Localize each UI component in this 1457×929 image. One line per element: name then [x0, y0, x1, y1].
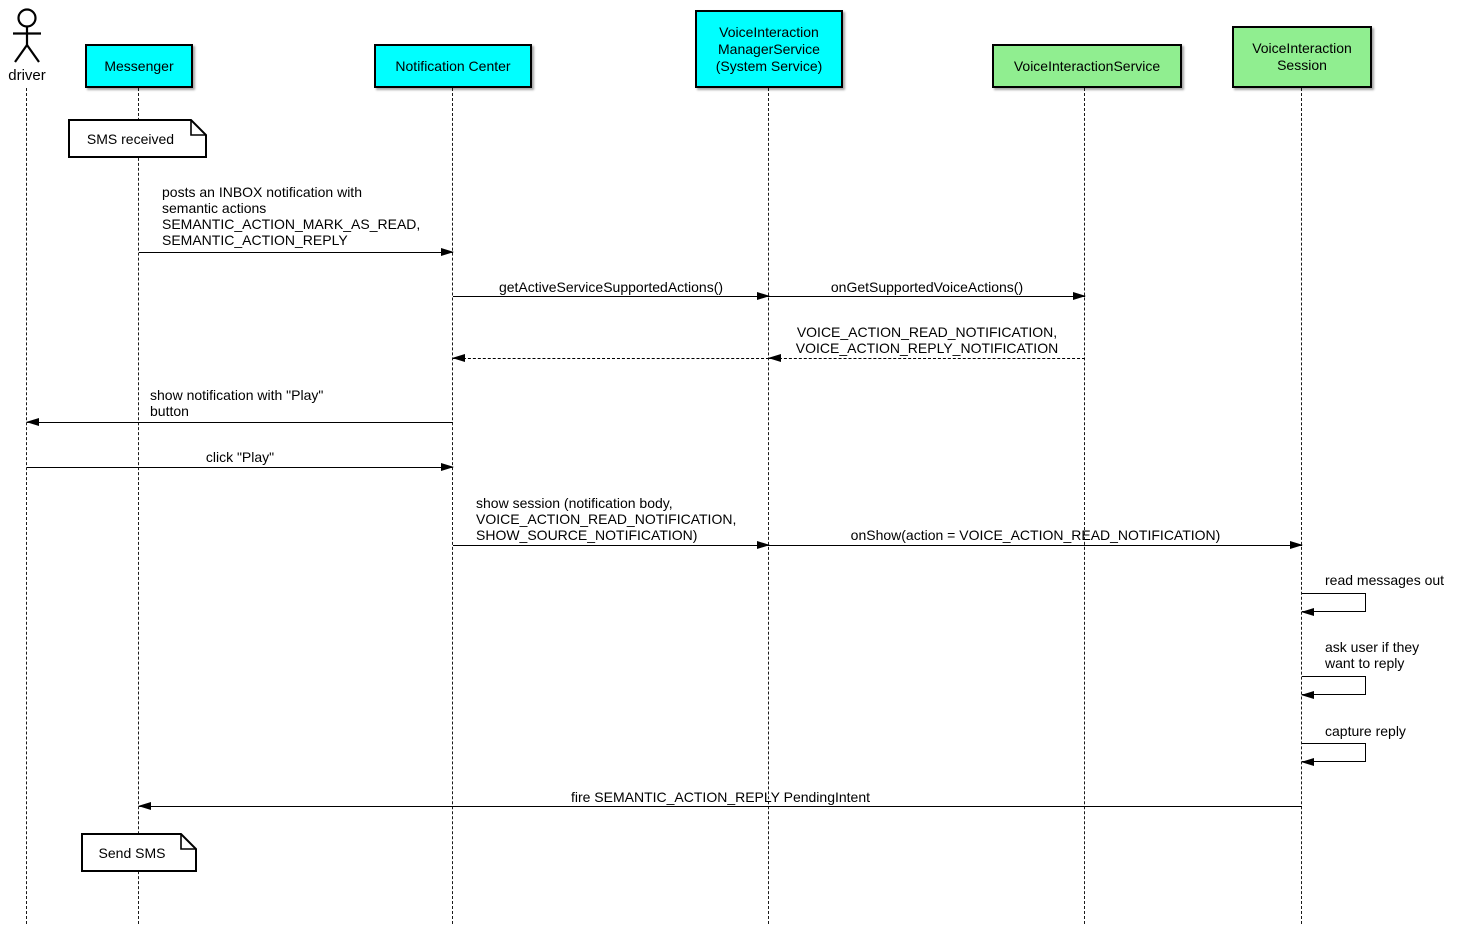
actor-driver-icon	[13, 8, 41, 63]
actor-driver-label: driver	[8, 67, 46, 84]
lifeline-voice-interaction-manager-service	[768, 88, 769, 924]
message-label-click-play: click "Play"	[205, 449, 275, 465]
lifeline-driver	[26, 88, 27, 924]
lifeline-notification-center	[452, 88, 453, 924]
note-send-sms: Send SMS	[81, 833, 197, 872]
participant-voice-interaction-session: VoiceInteraction Session	[1232, 26, 1372, 88]
participant-notification-center: Notification Center	[374, 44, 532, 88]
arrowhead-icon	[452, 353, 465, 362]
message-self-arrow-read-messages-out	[1301, 593, 1366, 617]
arrowhead-icon	[138, 801, 151, 810]
lifeline-voice-interaction-service	[1084, 88, 1085, 924]
message-arrow-click-play	[27, 462, 454, 471]
message-arrow-voice-actions-return	[768, 353, 1085, 362]
message-label-on-show: onShow(action = VOICE_ACTION_READ_NOTIFI…	[850, 527, 1221, 543]
message-label-show-session: show session (notification body, VOICE_A…	[476, 495, 737, 543]
arrowhead-icon	[441, 247, 454, 256]
note-send-sms-text: Send SMS	[98, 844, 166, 861]
arrowhead-icon	[1301, 691, 1314, 700]
message-label-ask-user-reply: ask user if they want to reply	[1325, 639, 1420, 671]
arrowhead-icon	[1301, 758, 1314, 767]
message-label-posts-inbox-notification: posts an INBOX notification with semanti…	[162, 184, 421, 248]
message-arrow-return-to-notification-center	[452, 353, 769, 362]
message-label-show-notification-play: show notification with "Play" button	[150, 387, 324, 419]
message-arrow-posts-inbox-notification	[139, 247, 454, 256]
message-arrow-show-session	[453, 540, 770, 549]
message-self-arrow-ask-user-reply	[1301, 676, 1366, 700]
arrowhead-icon	[1290, 540, 1303, 549]
message-label-read-messages-out: read messages out	[1325, 572, 1445, 588]
message-self-arrow-capture-reply	[1301, 743, 1366, 767]
participant-voice-interaction-service: VoiceInteractionService	[992, 44, 1182, 88]
note-sms-received-text: SMS received	[86, 130, 175, 147]
message-label-fire-semantic-action-reply: fire SEMANTIC_ACTION_REPLY PendingIntent	[570, 789, 871, 805]
message-label-capture-reply: capture reply	[1325, 723, 1406, 739]
note-sms-received: SMS received	[68, 119, 207, 158]
message-label-get-active-service-supported-actions: getActiveServiceSupportedActions()	[498, 279, 724, 295]
arrowhead-icon	[1301, 608, 1314, 617]
arrowhead-icon	[757, 291, 770, 300]
participant-voice-interaction-manager-service: VoiceInteraction ManagerService (System …	[695, 10, 843, 88]
message-arrow-show-notification-play	[26, 417, 453, 426]
arrowhead-icon	[768, 353, 781, 362]
lifeline-voice-interaction-session	[1301, 88, 1302, 924]
message-label-on-get-supported-voice-actions: onGetSupportedVoiceActions()	[830, 279, 1024, 295]
arrowhead-icon	[757, 540, 770, 549]
arrowhead-icon	[441, 462, 454, 471]
arrowhead-icon	[1073, 291, 1086, 300]
message-arrow-on-show	[769, 540, 1303, 549]
arrowhead-icon	[26, 417, 39, 426]
lifeline-messenger	[138, 88, 139, 924]
message-arrow-get-active-service-supported-actions	[453, 291, 770, 300]
message-arrow-on-get-supported-voice-actions	[769, 291, 1086, 300]
message-label-voice-actions-return: VOICE_ACTION_READ_NOTIFICATION, VOICE_AC…	[795, 324, 1059, 356]
message-arrow-fire-semantic-action-reply	[138, 801, 1302, 810]
participant-messenger: Messenger	[85, 44, 193, 88]
